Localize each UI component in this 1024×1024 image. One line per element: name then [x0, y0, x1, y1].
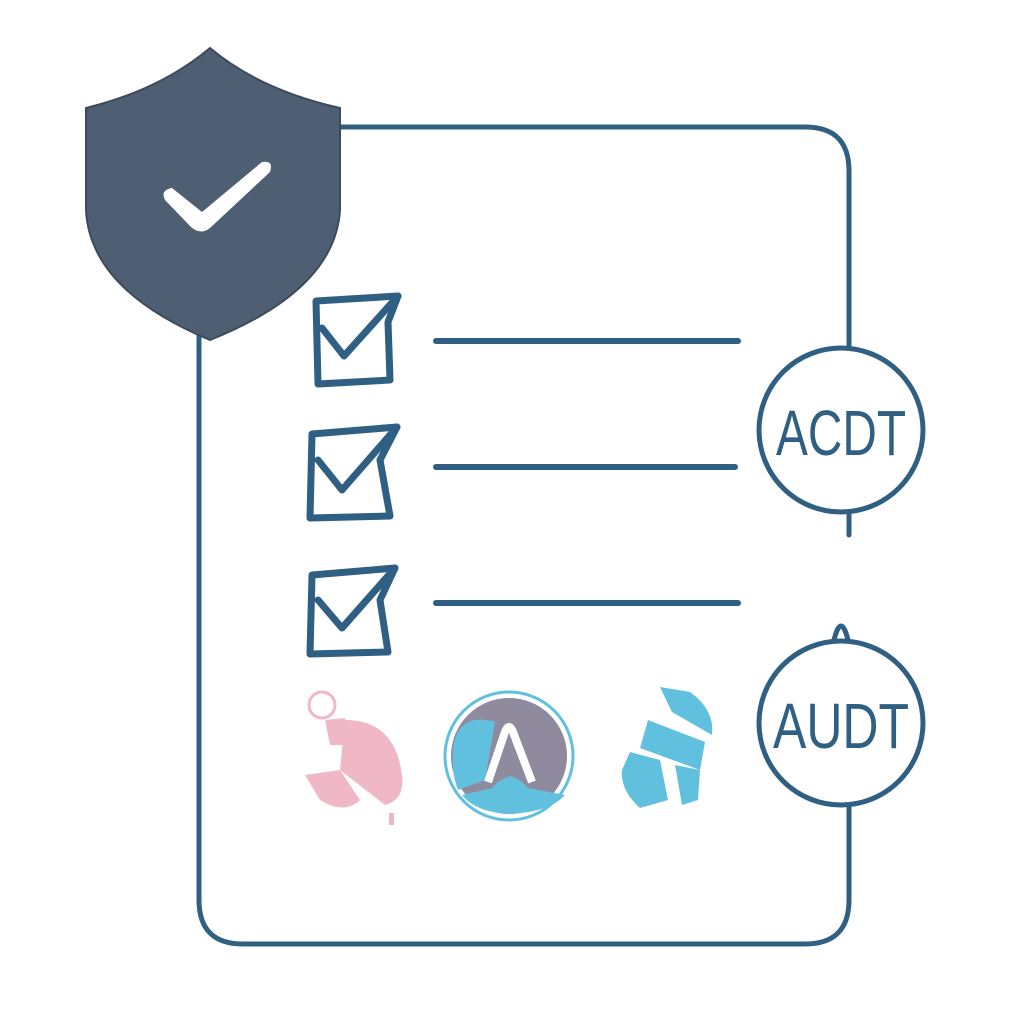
shield-check-icon: [85, 46, 341, 342]
audit-badge-acdt[interactable]: ACDT: [756, 345, 926, 515]
checklist-item[interactable]: [306, 423, 738, 522]
badge-label: ACDT: [776, 397, 906, 469]
checkbox-checked-icon[interactable]: [306, 564, 399, 658]
pink-abstract-logo-icon: [305, 690, 403, 825]
checklist-item[interactable]: [306, 564, 741, 658]
checkbox-checked-icon[interactable]: [306, 423, 401, 522]
audit-badge-audt[interactable]: AUDT: [756, 638, 926, 808]
checklist: [306, 292, 741, 658]
badge-label: AUDT: [773, 690, 909, 762]
checkbox-checked-icon[interactable]: [312, 292, 402, 388]
checklist-item[interactable]: [312, 292, 741, 388]
cyan-blocks-logo-icon: [621, 687, 713, 808]
circle-a-logo-icon: [443, 690, 575, 822]
connector-spike: [831, 623, 851, 643]
document-frame: [196, 124, 852, 947]
